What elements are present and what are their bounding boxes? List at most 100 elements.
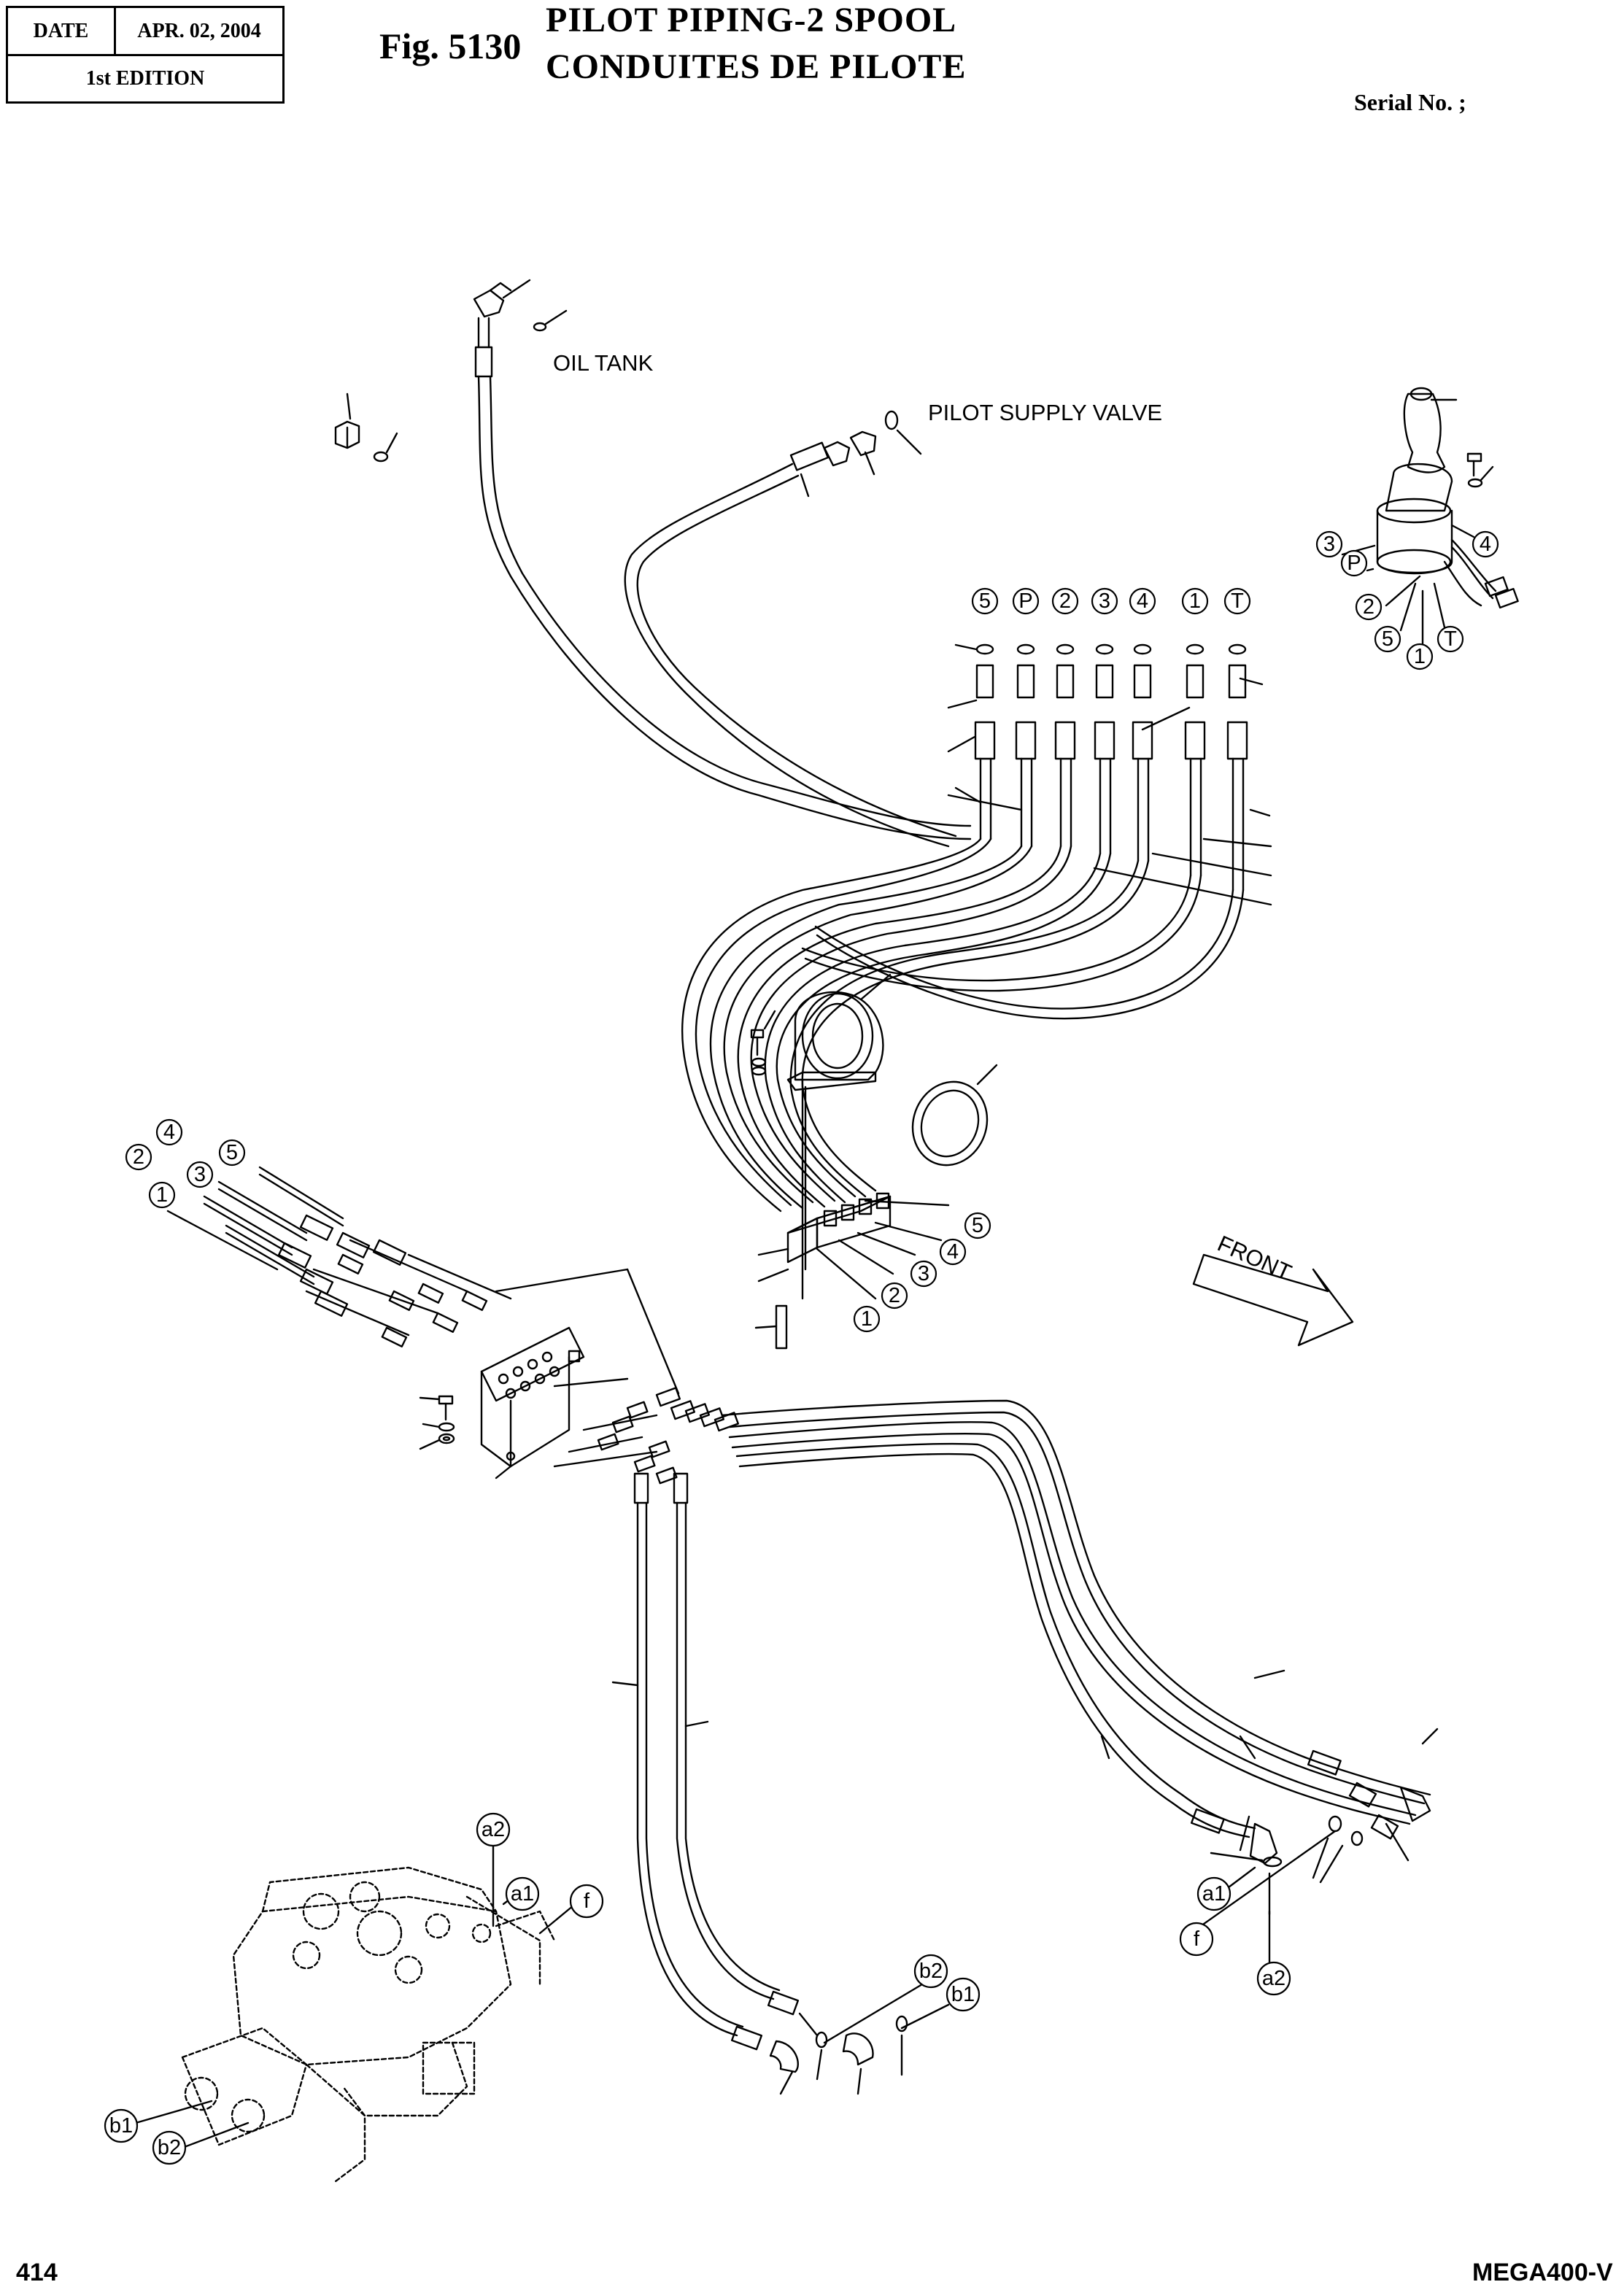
block-callout-2-circle (910, 1260, 937, 1288)
hose-joint-block (754, 1192, 950, 1350)
right-callout-f-circle (1179, 1922, 1214, 1957)
edition-label: 1st EDITION (85, 67, 205, 90)
valve-callout-b1-circle (104, 2108, 139, 2143)
valve-callout-b2-circle (152, 2130, 187, 2165)
title-line-1: PILOT PIPING-2 SPOOL (546, 1, 957, 39)
top-port-callout-2-circle (1051, 587, 1079, 615)
joystick-callout-1-label: P (1347, 552, 1361, 575)
top-port-callout-0-circle (971, 587, 999, 615)
hose-clamp-bracket (786, 973, 892, 1271)
top-port-callout-5-label: 1 (1189, 589, 1201, 613)
header-date-row: DATE APR. 02, 2004 (8, 8, 282, 56)
top-port-callout-6-label: T (1231, 589, 1244, 613)
joystick-callout-4-label: 5 (1382, 627, 1393, 651)
manifold-bracket (480, 1326, 585, 1479)
callout-leaders (134, 524, 1475, 2149)
right-callout-a1-label: a1 (1202, 1882, 1226, 1906)
block-callout-0-label: 5 (972, 1214, 983, 1237)
block-callout-4-circle (853, 1305, 881, 1333)
top-port-callout-6-circle (1223, 587, 1251, 615)
block-callout-2-label: 3 (918, 1262, 929, 1285)
left-hose-callout-1-label: 5 (226, 1141, 238, 1164)
pilot-joystick-assembly (1376, 387, 1519, 609)
block-callout-1-label: 4 (947, 1240, 959, 1264)
top-port-callout-2-label: 2 (1059, 589, 1071, 613)
valve-callout-a1-circle (505, 1876, 540, 1911)
bottom-callout-b2-circle (913, 1954, 948, 1989)
right-callout-a2-circle (1256, 1961, 1291, 1996)
joystick-callout-0-circle (1315, 530, 1343, 558)
date-value: APR. 02, 2004 (137, 19, 261, 42)
top-port-callout-4-label: 4 (1137, 589, 1148, 613)
joystick-callout-3-circle (1355, 593, 1383, 621)
left-hose-callout-0-label: 4 (163, 1121, 175, 1144)
front-label: FRONT (1214, 1231, 1296, 1285)
joystick-callout-5-label: T (1444, 627, 1457, 651)
joystick-callout-4-circle (1374, 625, 1401, 653)
joystick-callout-1-circle (1340, 549, 1368, 577)
date-label: DATE (8, 8, 116, 54)
top-port-callout-1-circle (1012, 587, 1040, 615)
right-hose-bundle (721, 1399, 1431, 1838)
valve-callout-b1-label: b1 (109, 2114, 133, 2138)
block-callout-3-label: 2 (889, 1284, 900, 1307)
top-port-callout-4-circle (1129, 587, 1156, 615)
title-line-2: CONDUITES DE PILOTE (546, 47, 967, 86)
right-end-fittings (1190, 1728, 1439, 1916)
joystick-callout-6-circle (1406, 643, 1434, 670)
left-hose-callout-3-circle (186, 1161, 214, 1188)
bottom-callout-b1-label: b1 (951, 1983, 975, 2006)
left-hose-callout-3-label: 3 (194, 1163, 206, 1186)
top-port-callout-1-label: P (1018, 589, 1032, 613)
right-callout-f-label: f (1194, 1927, 1200, 1951)
valve-callout-f-circle (569, 1884, 604, 1919)
bracket-bolt (750, 1010, 776, 1076)
left-hose-group (166, 1166, 680, 1395)
oil-tank-label: OIL TANK (553, 350, 654, 376)
valve-callout-a2-circle (476, 1812, 511, 1847)
block-callout-0-circle (964, 1212, 991, 1239)
left-hose-callout-2-circle (125, 1143, 152, 1171)
top-port-callout-3-label: 3 (1099, 589, 1110, 613)
right-callout-a1-circle (1196, 1876, 1231, 1911)
top-port-callout-3-circle (1091, 587, 1118, 615)
block-callout-3-circle (881, 1282, 908, 1310)
control-valve (181, 1866, 556, 2183)
joystick-callout-5-circle (1437, 625, 1464, 653)
joystick-callout-2-circle (1472, 530, 1499, 558)
joystick-callout-2-label: 4 (1480, 533, 1491, 556)
block-callout-4-label: 1 (861, 1307, 873, 1331)
oil-tank-hose (477, 375, 972, 840)
valve-callout-a1-label: a1 (511, 1882, 534, 1906)
pilot-supply-hose (624, 463, 957, 848)
left-hose-callout-0-circle (155, 1118, 183, 1146)
oil-tank-elbow (473, 279, 568, 378)
valve-callout-b2-label: b2 (158, 2136, 181, 2159)
manifold-fittings (553, 1377, 739, 1485)
model-name: MEGA400-V (1472, 2259, 1613, 2286)
valve-callout-a2-label: a2 (482, 1818, 505, 1841)
serial-number-label: Serial No. ; (1354, 89, 1466, 115)
joystick-callout-0-label: 3 (1323, 533, 1335, 556)
top-port-callout-5-circle (1181, 587, 1209, 615)
left-hose-callout-1-circle (218, 1139, 246, 1167)
right-callout-a2-label: a2 (1262, 1967, 1285, 1990)
bottom-callout-b1-circle (946, 1977, 981, 2012)
joystick-callout-6-label: 1 (1414, 645, 1426, 668)
left-hose-callout-4-circle (148, 1181, 176, 1209)
down-hose-pair (611, 1472, 908, 2095)
top-port-fittings (947, 643, 1272, 906)
bottom-callout-b2-label: b2 (919, 1960, 943, 1983)
block-callout-1-circle (939, 1238, 967, 1266)
manifold-bolts (419, 1395, 455, 1450)
top-port-callout-0-label: 5 (979, 589, 991, 613)
pilot-supply-valve-label: PILOT SUPPLY VALVE (928, 400, 1162, 425)
valve-callout-f-label: f (584, 1889, 590, 1913)
left-hose-callout-4-label: 1 (156, 1183, 168, 1207)
pilot-hose-bundle (681, 838, 1245, 1212)
joystick-callout-3-label: 2 (1363, 595, 1374, 619)
pilot-supply-valve-fittings (789, 410, 922, 498)
left-hose-callout-2-label: 2 (133, 1145, 144, 1169)
page-number: 414 (16, 2259, 58, 2286)
